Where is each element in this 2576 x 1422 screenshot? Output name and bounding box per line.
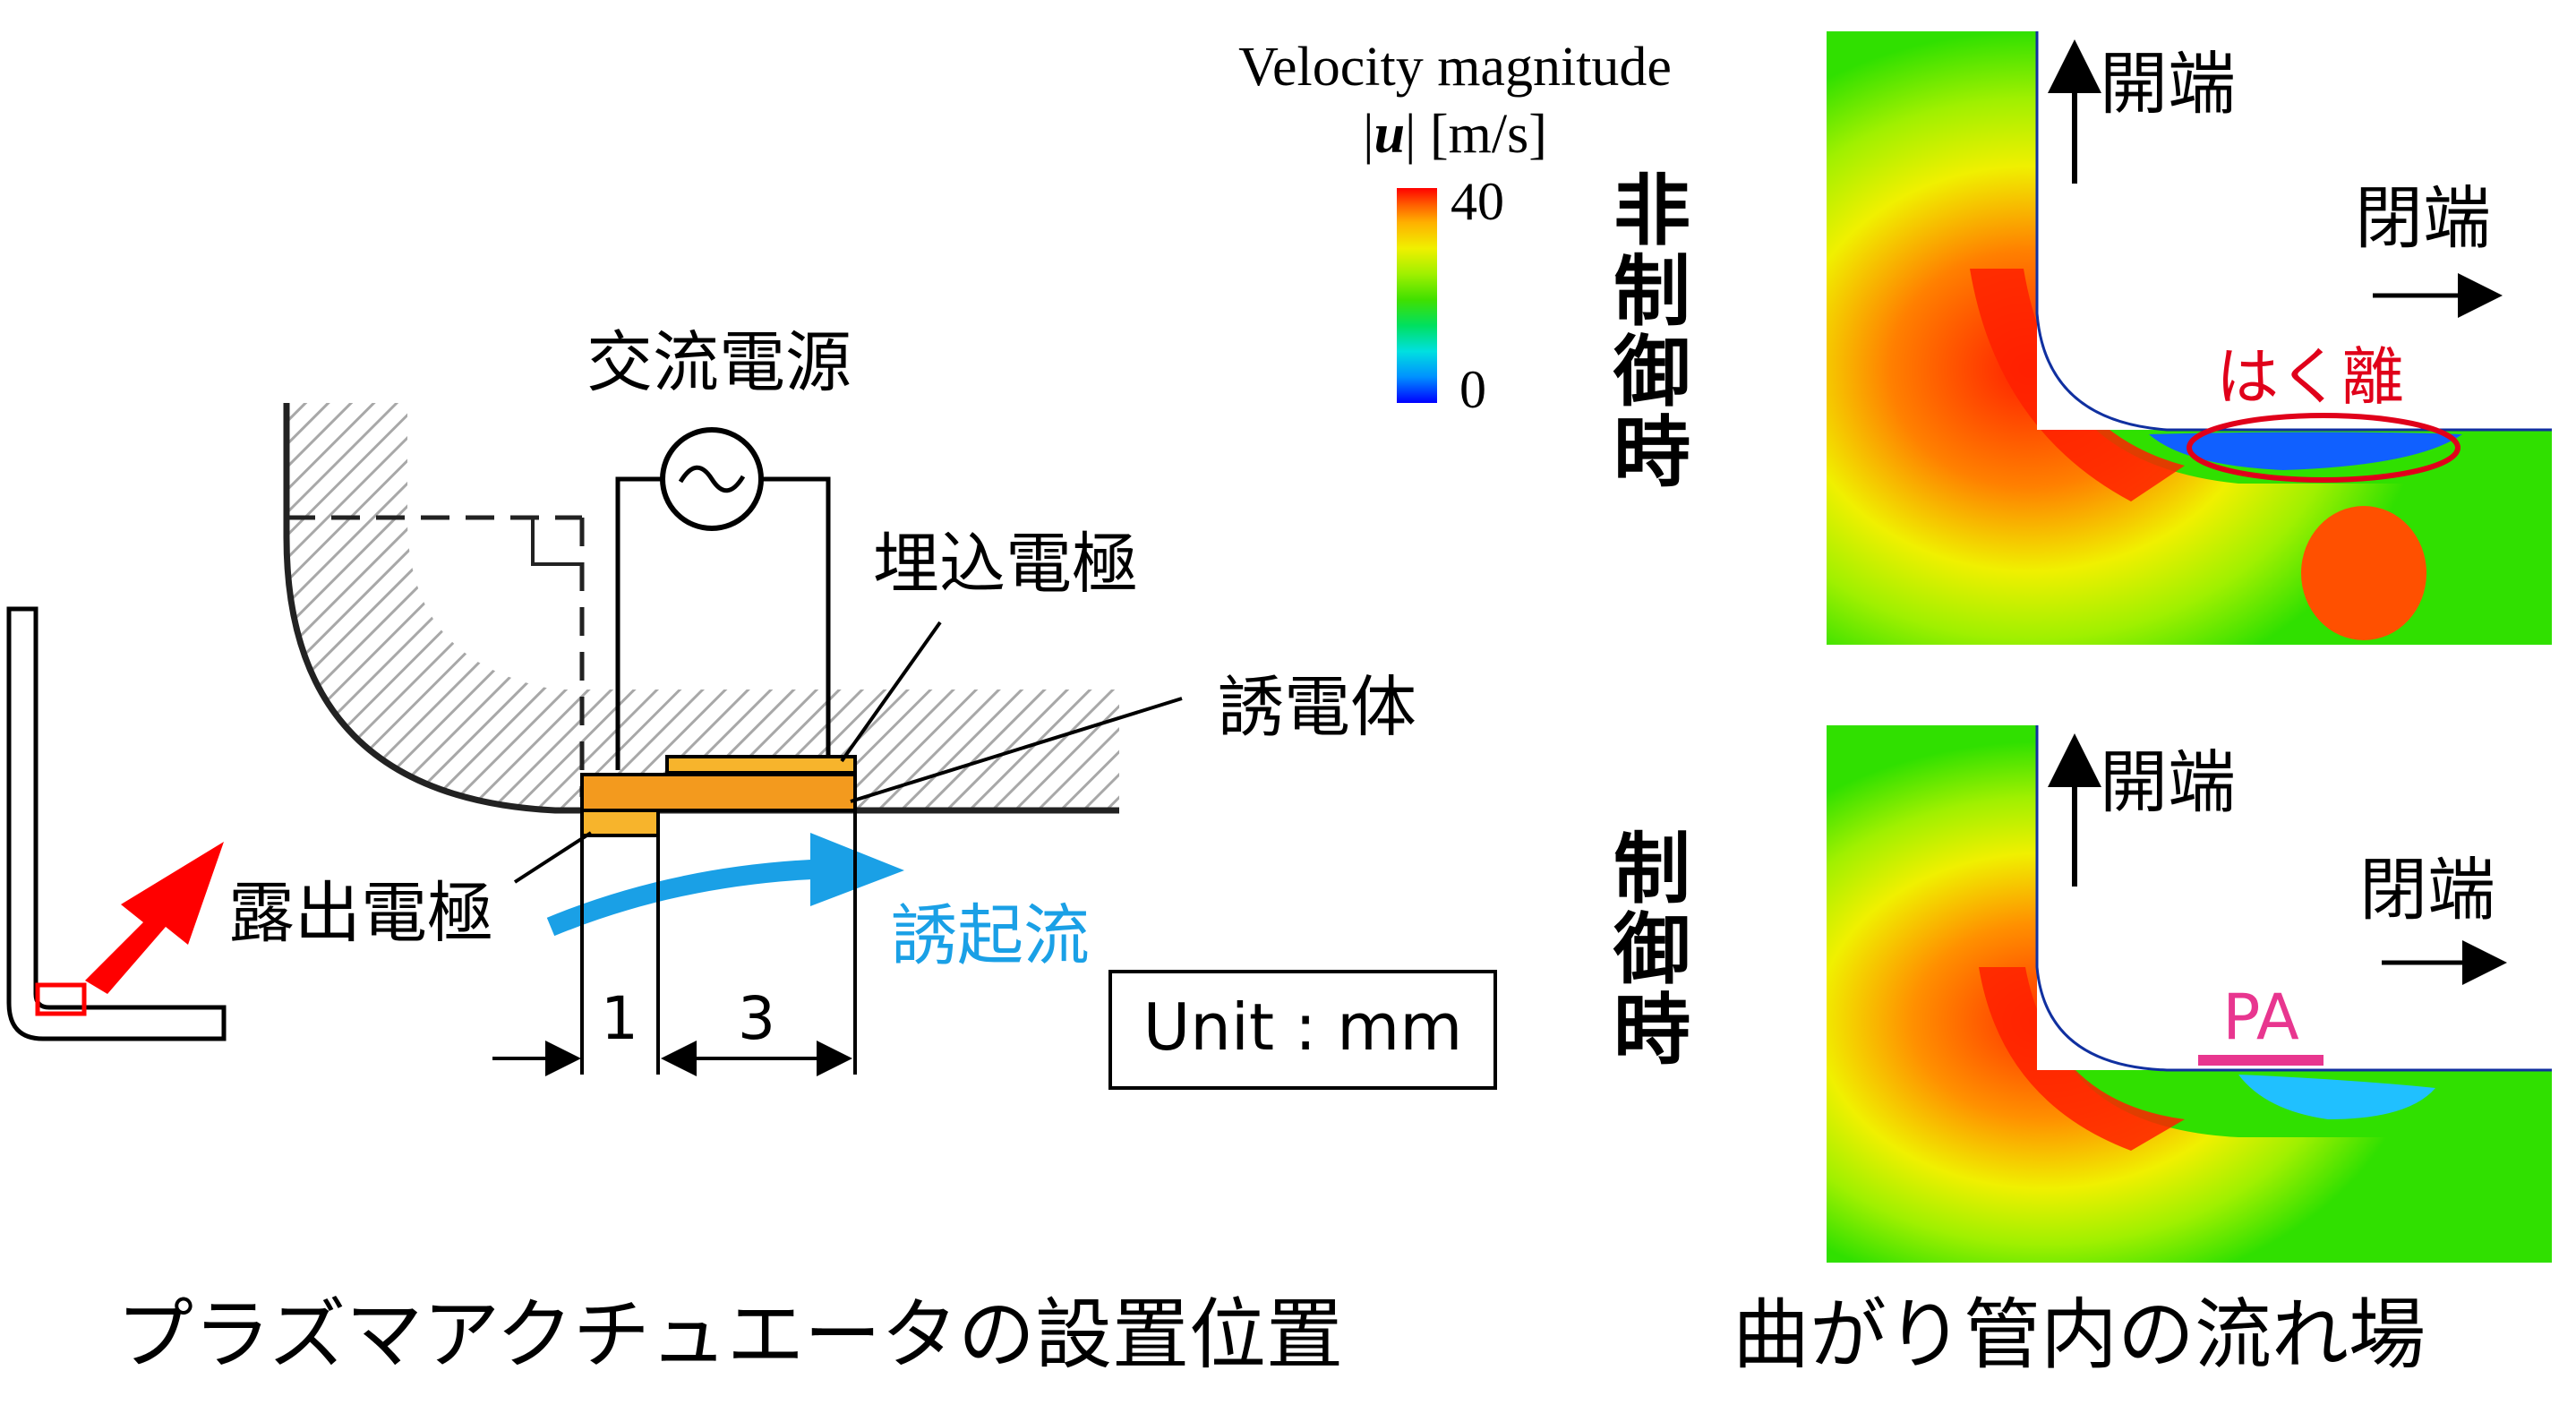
bottom-outlet-up-label: 開端 [2100,742,2236,822]
top-velocity-field [1827,31,2552,645]
dielectric-label: 誘電体 [1218,669,1416,746]
power-source-label: 交流電源 [586,324,852,401]
dim-embedded-value: 3 [738,984,775,1053]
separation-ellipse [2187,413,2460,483]
right-figure: 非制御時 制御時 開端 閉端 はく離 [1613,22,2552,1380]
colorbar-symbol: u [1374,104,1405,165]
bottom-high-velocity-core [1979,967,2185,1151]
colorbar-min: 0 [1459,360,1486,419]
colorbar-title: Velocity magnitude [1238,37,1672,98]
top-outlet-up-label: 開端 [2100,44,2236,124]
induced-flow-arrow [546,859,834,937]
top-downstream-jet [2301,506,2426,640]
actuator-location-marker [35,982,87,1016]
exposed-electrode [580,809,660,837]
top-separation-region [2149,432,2462,470]
sine-wave-icon [678,465,746,493]
row-label-char: 時 [1613,986,1690,1075]
unit-label: Unit : mm [1143,989,1463,1065]
top-wall-line [2035,31,2552,432]
bottom-outlet-right-label: 閉端 [2359,850,2495,929]
colorbar-symbol-line: |u| [m/s] [1363,104,1547,165]
right-angle-mark [531,518,582,566]
row-label-char: 時 [1613,408,1690,498]
left-caption: プラズマアクチュエータの設置位置 [116,1290,1343,1380]
bottom-row-label: 制御時 [1613,825,1690,1075]
embedded-electrode-label: 埋込電極 [873,526,1138,603]
bottom-wall-line [2035,725,2552,1072]
locator-arrow-icon [85,842,224,994]
colorbar: Velocity magnitude |u| [m/s] 40 0 [1238,37,1672,419]
separation-label: はく離 [2216,340,2404,414]
colorbar-gradient [1397,188,1437,403]
top-high-velocity-core [1970,269,2185,501]
embedded-electrode [665,755,857,775]
dielectric-layer [580,773,857,812]
unit-box [1108,970,1497,1090]
colorbar-max: 40 [1451,172,1504,231]
bend-wall-hatch [287,403,1119,810]
row-label-char: 非 [1613,167,1690,256]
right-caption: 曲がり管内の流れ場 [1733,1290,2426,1380]
row-label-char: 御 [1613,905,1690,995]
leader-embedded [840,621,942,763]
wire-right [761,476,831,761]
top-wall-blank [2037,22,2552,430]
wire-left [615,476,663,770]
svg-text:制御時: 制御時 [1613,825,1690,1075]
exposed-electrode-label: 露出電極 [228,875,493,952]
top-flow-panel: 開端 閉端 はく離 [1827,22,2552,645]
svg-text:非制御時: 非制御時 [1613,167,1690,498]
bottom-flow-panel: 開端 閉端 PA [1827,716,2552,1263]
induced-flow-label: 誘起流 [891,897,1090,974]
bend-wall-surface [283,403,1119,814]
colorbar-unit: [m/s] [1430,104,1547,165]
leader-dielectric [850,697,1183,803]
top-row-label: 非制御時 [1613,167,1690,498]
leader-exposed [513,831,593,884]
pa-marker [2198,1055,2324,1066]
row-label-char: 制 [1613,247,1690,337]
induced-flow-arrowhead [810,833,904,906]
row-label-char: 御 [1613,328,1690,417]
bottom-wall-blank [2037,716,2552,1070]
pa-label: PA [2222,981,2299,1054]
duct-locator-icon [6,606,227,1041]
left-figure: 交流電源 埋込電極 誘電体 露出電極 誘起流 1 3 Unit : mm プラズ… [6,324,1497,1380]
bottom-reduced-separation [2238,1075,2435,1119]
dim-exposed-value: 1 [601,984,638,1053]
top-outlet-right-label: 閉端 [2355,178,2491,258]
row-label-char: 制 [1613,825,1690,914]
bottom-velocity-field [1827,725,2552,1263]
